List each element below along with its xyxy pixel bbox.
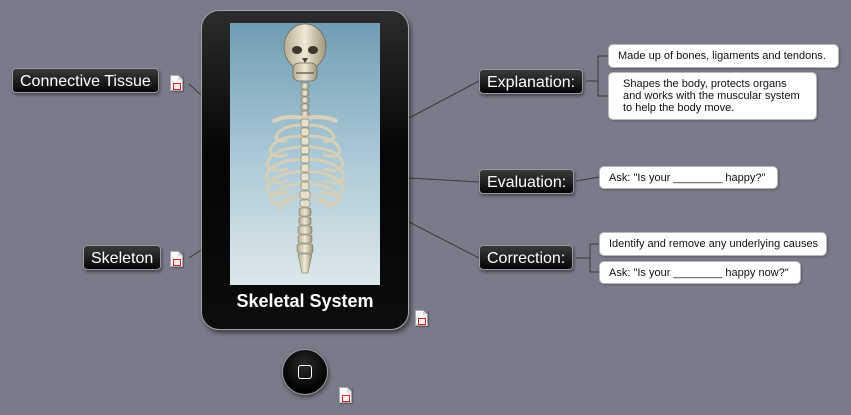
- note-correction-ask[interactable]: Ask: "Is your ________ happy now?": [599, 261, 801, 284]
- rib-cage: [264, 123, 346, 211]
- skeleton-drawing: [264, 23, 346, 274]
- topic-explanation[interactable]: Explanation:: [479, 69, 584, 94]
- topic-correction[interactable]: Correction:: [479, 245, 574, 270]
- note-explanation-function[interactable]: Shapes the body, protects organs and wor…: [608, 72, 817, 120]
- thoracic-spine: [299, 118, 311, 208]
- link-skeleton: [188, 249, 202, 259]
- skull: [283, 23, 327, 82]
- central-topic-title: Skeletal System: [236, 291, 374, 311]
- central-topic-skeletal-system[interactable]: Skeletal System: [201, 10, 409, 330]
- document-icon[interactable]: [339, 387, 352, 403]
- note-line: Ask: "Is your ________ happy?": [609, 172, 766, 184]
- link-correction: [408, 221, 480, 259]
- document-icon[interactable]: [170, 251, 183, 267]
- link-explanation: [408, 80, 480, 119]
- note-evaluation-ask[interactable]: Ask: "Is your ________ happy?": [599, 166, 778, 189]
- clavicles: [272, 115, 338, 123]
- note-line: and works with the muscular system: [623, 90, 800, 102]
- link-correction-notes: [576, 243, 599, 273]
- document-icon[interactable]: [415, 310, 428, 326]
- home-square-icon: [298, 365, 312, 379]
- note-correction-identify[interactable]: Identify and remove any underlying cause…: [599, 232, 827, 256]
- note-line: Made up of bones, ligaments and tendons.: [618, 50, 826, 62]
- topic-connective-tissue[interactable]: Connective Tissue: [12, 68, 159, 93]
- note-line: Shapes the body, protects organs: [623, 78, 787, 90]
- topic-skeleton[interactable]: Skeleton: [83, 245, 162, 270]
- note-line: to help the body move.: [623, 102, 735, 114]
- note-explanation-bones[interactable]: Made up of bones, ligaments and tendons.: [608, 44, 839, 68]
- note-line: Identify and remove any underlying cause…: [609, 238, 819, 250]
- topic-evaluation[interactable]: Evaluation:: [479, 169, 575, 194]
- spine: [296, 82, 314, 274]
- note-line: Ask: "Is your ________ happy now?": [609, 267, 789, 279]
- link-connective-tissue: [188, 83, 202, 96]
- link-evaluation: [408, 177, 480, 183]
- link-explanation-notes: [586, 55, 608, 97]
- document-icon[interactable]: [170, 75, 183, 91]
- home-button[interactable]: [282, 349, 328, 395]
- skeleton-image: [230, 23, 380, 285]
- link-evaluation-note: [575, 176, 600, 182]
